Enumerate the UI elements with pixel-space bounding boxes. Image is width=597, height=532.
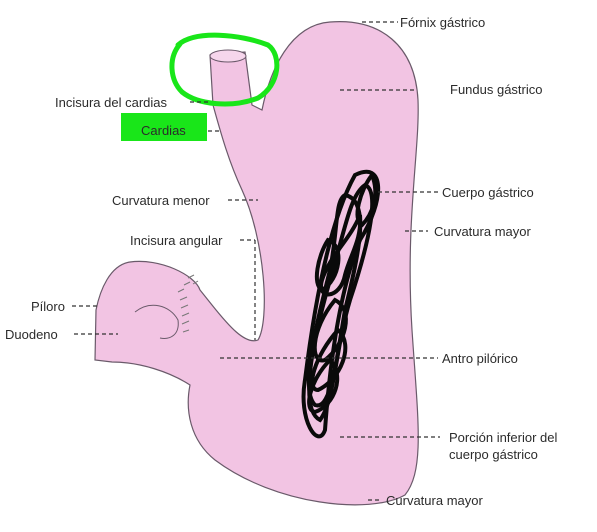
label-curvatura-menor: Curvatura menor [112, 193, 210, 208]
label-piloro: Píloro [31, 299, 65, 314]
label-porcion-inferior-2: cuerpo gástrico [449, 447, 538, 462]
esophagus-opening [209, 49, 247, 63]
label-incisura-cardias: Incisura del cardias [55, 95, 167, 110]
green-circle-annotation [169, 32, 280, 107]
leader-lines [72, 21, 440, 501]
label-antro: Antro pilórico [442, 351, 518, 366]
cardias-highlight [121, 113, 207, 141]
duodenum-fold [134, 304, 179, 339]
black-scribble [301, 169, 381, 439]
label-duodeno: Duodeno [5, 327, 58, 342]
label-incisura-angular: Incisura angular [130, 233, 223, 248]
label-curvatura-mayor-1: Curvatura mayor [434, 224, 531, 239]
pylorus-fringe [177, 274, 199, 333]
label-fornix: Fórnix gástrico [400, 15, 486, 30]
label-porcion-inferior-1: Porción inferior del [449, 430, 558, 445]
label-curvatura-mayor-2: Curvatura mayor [386, 493, 483, 508]
label-cardias: Cardias [141, 123, 186, 138]
label-cuerpo: Cuerpo gástrico [442, 185, 534, 200]
label-fundus: Fundus gástrico [450, 82, 543, 97]
